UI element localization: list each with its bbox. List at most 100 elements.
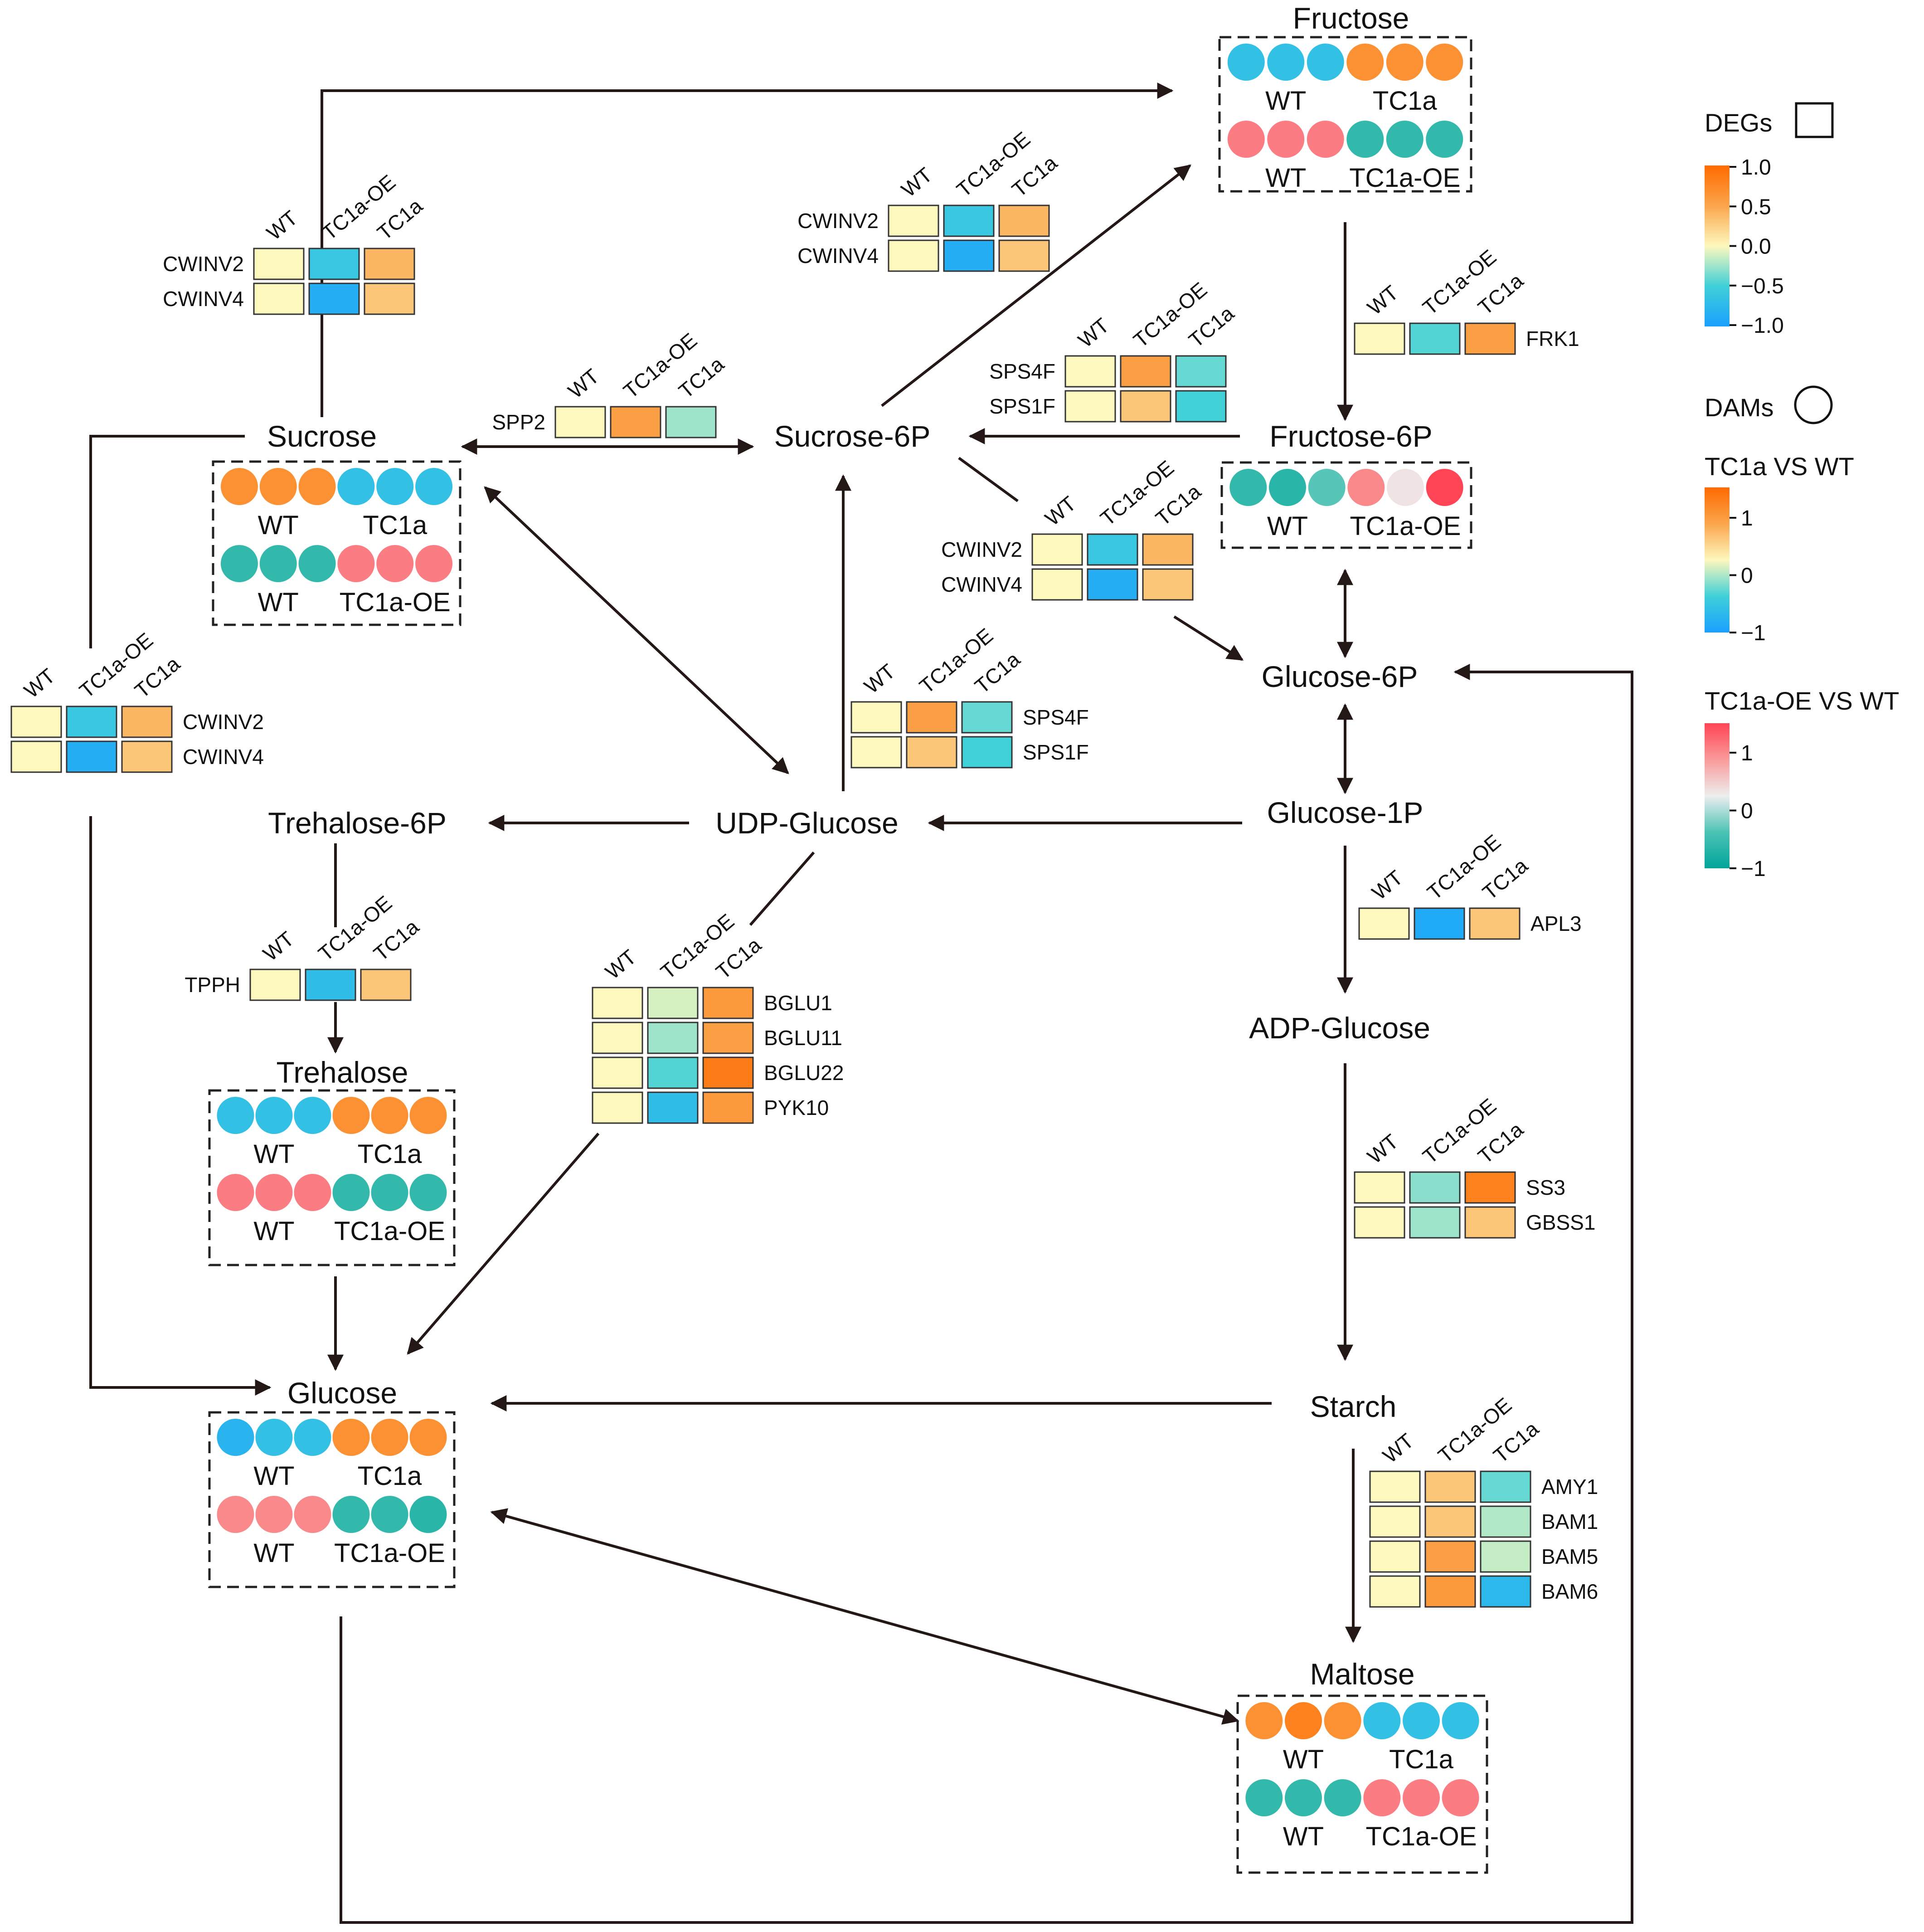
dam-circle [1267, 121, 1305, 158]
metabolite-fructose-6p: Fructose-6P [1269, 419, 1432, 453]
heatmap-cell [364, 282, 415, 315]
column-label-wt: WT [258, 927, 298, 966]
dam-circle [217, 1496, 254, 1533]
tick-label: −1 [1741, 621, 1766, 645]
column-label-wt: WT [564, 364, 603, 403]
metabolite-glucose-1p: Glucose-1P [1267, 796, 1424, 829]
dam-circle [255, 1496, 293, 1533]
heatmap-cell [943, 204, 995, 237]
heatmap-cell [961, 736, 1013, 769]
heatmap-cell [121, 740, 173, 773]
dam-circle [1386, 44, 1424, 81]
gene-label-sps4f: SPS4F [1023, 706, 1089, 729]
heatmap-cell [253, 248, 305, 280]
heatmap-cell [1369, 1505, 1421, 1538]
group-label-wt: WT [1283, 1822, 1324, 1851]
heatmap-cell [1480, 1470, 1531, 1503]
group-label-wt: WT [1283, 1745, 1324, 1774]
heatmap-cell [1358, 907, 1410, 940]
heatmap-cell [1469, 907, 1521, 940]
heatmap-cell [1354, 1171, 1405, 1204]
legend: DEGs 1.00.50.0−0.5−1.0 DAMs TC1a VS WT 1… [1705, 102, 1899, 881]
tick-label: −0.5 [1741, 274, 1784, 298]
column-label-wt: WT [1378, 1429, 1418, 1468]
dam-circle [1324, 1702, 1361, 1739]
heatmap-cell [66, 740, 117, 773]
dam-circle [332, 1097, 370, 1134]
dam-circle [1347, 469, 1385, 506]
column-label-wt: WT [601, 945, 641, 984]
heatmap-cell [850, 701, 902, 734]
group-label-wt: WT [253, 1538, 294, 1568]
dam-circle [217, 1419, 254, 1456]
dam-circle [220, 545, 258, 582]
legend-dams-label: DAMs [1705, 393, 1773, 422]
gene-label-sps1f: SPS1F [989, 394, 1055, 418]
heatmap-cell [1031, 533, 1083, 566]
dam-circle [1346, 44, 1384, 81]
column-label-wt: WT [262, 206, 302, 245]
dam-circle [409, 1419, 447, 1456]
heatmap-cell [647, 987, 699, 1019]
dam-circle [1426, 469, 1463, 506]
heatmap-cell [1087, 568, 1138, 601]
gene-label-spp2: SPP2 [492, 410, 545, 434]
metabolite-sucrose: Sucrose [267, 419, 377, 453]
legend-degs-label: DEGs [1705, 108, 1772, 137]
gene-label-sps1f: SPS1F [1023, 740, 1089, 764]
tick-label: 0 [1741, 799, 1753, 823]
pathway-edges [89, 83, 1633, 1924]
heatmap-cell [998, 204, 1050, 237]
dam-circle [1245, 1702, 1283, 1739]
dam-circle [294, 1496, 331, 1533]
dam-circle [1403, 1779, 1440, 1816]
group-label-wt: WT [1267, 511, 1308, 541]
edge-sucrose-udpglucose [484, 486, 789, 774]
dam-circle [409, 1496, 447, 1533]
heatmap-cell [647, 1022, 699, 1054]
heatmap-cell [1424, 1540, 1476, 1573]
group-label-oe: TC1a-OE [340, 588, 451, 617]
gene-label-cwinv4: CWINV4 [183, 745, 264, 769]
heatmap-cell [308, 282, 360, 315]
heatmap-cell [1175, 390, 1227, 423]
group-label-oe: TC1a-OE [334, 1538, 445, 1568]
gene-label-bam1: BAM1 [1541, 1510, 1598, 1533]
heatmap-cell [1369, 1540, 1421, 1573]
tick-label: −1.0 [1741, 314, 1784, 338]
heatmap-cell [906, 736, 957, 769]
metabolite-trehalose-6p: Trehalose-6P [268, 806, 447, 840]
dam-box-border [1220, 461, 1472, 549]
heatmap-cell [610, 406, 661, 438]
heatmap-cell [702, 1056, 754, 1089]
metabolite-glucose-6p: Glucose-6P [1262, 660, 1418, 693]
edge-cwinv-left-to-glucose [89, 816, 272, 1396]
heatmap-cell [665, 406, 717, 438]
column-label-wt: WT [1367, 866, 1407, 905]
edge-bglu-to-glucose [407, 1133, 600, 1355]
heatmap-cell [1409, 1206, 1461, 1239]
heatmap-cell [1464, 1206, 1516, 1239]
edge-sucrose6p-to-glucose6p [958, 457, 1019, 502]
tick-label: 0 [1741, 564, 1753, 588]
heatmap-cell [249, 968, 301, 1001]
group-label-tc: TC1a [363, 511, 428, 540]
dam-circle [415, 545, 453, 582]
legend-oe-colorbar [1705, 723, 1730, 868]
edge-glucose-to-glucose6p [340, 664, 1633, 1924]
metabolite-sucrose-6p: Sucrose-6P [774, 419, 931, 453]
dam-circle [294, 1097, 331, 1134]
dam-circle [1363, 1779, 1401, 1816]
dam-circle [259, 468, 297, 505]
group-label-tc: TC1a [1389, 1745, 1454, 1774]
tick-label: 0.5 [1741, 195, 1771, 219]
heatmap-cell [554, 406, 606, 438]
